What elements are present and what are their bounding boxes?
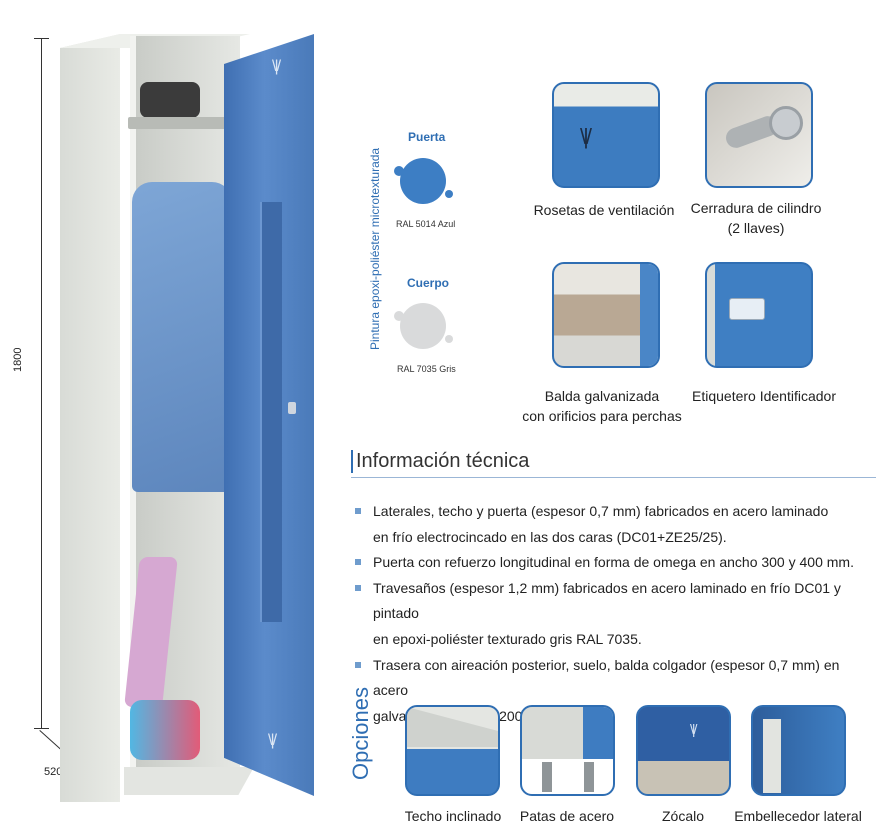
side-trim-panel <box>763 719 781 793</box>
dumbbells-item <box>140 82 200 118</box>
sneakers-item <box>130 700 200 760</box>
heading-divider <box>351 477 876 478</box>
feature-caption-line: Etiquetero Identificador <box>692 388 836 404</box>
feature-caption-line: con orificios para perchas <box>522 408 682 424</box>
options-title: Opciones <box>348 687 373 780</box>
door-vent-bottom-icon: \|/ <box>268 732 277 749</box>
cylinder-lock-icon <box>705 82 813 188</box>
sloped-roof-panel <box>407 707 498 748</box>
list-item-line: Travesaños (espesor 1,2 mm) fabricados e… <box>373 579 841 622</box>
height-dimension-label: 1800 <box>12 347 24 372</box>
locker-illustration: \|/ \|/ <box>60 12 320 802</box>
locker-shelf <box>128 117 248 129</box>
body-paint-label: Cuerpo <box>407 276 449 290</box>
leg-icon <box>542 762 552 792</box>
feature-caption-line: (2 llaves) <box>727 220 785 236</box>
door-edge <box>640 264 658 366</box>
paint-type-label: Pintura epoxi-poliéster microtexturada <box>368 147 382 350</box>
locker-side-panel <box>60 34 120 802</box>
feature-caption-vent: Rosetas de ventilación <box>514 200 694 220</box>
door-vent-top-icon: \|/ <box>272 58 281 75</box>
sloped-roof-option-image <box>405 705 500 796</box>
body-paint-code: RAL 7035 Gris <box>397 364 456 374</box>
door-paint-splat-icon <box>394 158 453 204</box>
door-paint-code: RAL 5014 Azul <box>396 219 456 229</box>
door-omega-reinforcement <box>260 202 282 622</box>
leg-icon <box>584 762 594 792</box>
depth-dimension-label: 520 <box>44 766 63 778</box>
feature-caption-line: Rosetas de ventilación <box>533 202 675 218</box>
list-item: Puerta con refuerzo longitudinal en form… <box>353 550 873 576</box>
list-item: Laterales, techo y puerta (espesor 0,7 m… <box>353 499 873 550</box>
plinth-option-image: \|/ <box>636 705 731 796</box>
door-lock-icon <box>288 402 296 414</box>
section-heading: Información técnica <box>351 450 529 473</box>
side-trim-option-image <box>751 705 846 796</box>
option-caption: Embellecedor lateral <box>734 808 862 824</box>
label-plate-icon <box>729 298 765 320</box>
feature-caption-lock: Cerradura de cilindro (2 llaves) <box>666 198 846 238</box>
option-caption: Zócalo <box>661 808 705 824</box>
height-dimension-line <box>34 38 49 729</box>
feature-caption-tag: Etiquetero Identificador <box>674 386 854 406</box>
door-edge <box>583 707 613 760</box>
shelf-icon <box>552 262 660 368</box>
list-item-line: Laterales, techo y puerta (espesor 0,7 m… <box>373 503 829 519</box>
steel-legs-option-image <box>520 705 615 796</box>
vent-icon: \|/ <box>552 82 660 188</box>
list-item-line: en frío electrocincado en las dos caras … <box>373 528 727 545</box>
vent-icon: \|/ <box>690 721 698 737</box>
locker-floor <box>124 767 254 795</box>
feature-caption-shelf: Balda galvanizada con orificios para per… <box>512 386 692 426</box>
body-paint-splat-icon <box>394 303 453 349</box>
list-item: Travesaños (espesor 1,2 mm) fabricados e… <box>353 576 873 653</box>
cylinder-icon <box>769 106 803 140</box>
door-paint-label: Puerta <box>408 130 446 144</box>
list-item-line: Trasera con aireación posterior, suelo, … <box>373 656 840 699</box>
option-caption: Techo inclinado <box>404 808 502 824</box>
feature-caption-line: Cerradura de cilindro <box>690 200 822 216</box>
body-edge <box>707 264 715 366</box>
technical-list: Laterales, techo y puerta (espesor 0,7 m… <box>353 499 873 729</box>
vent-rosette-icon: \|/ <box>580 124 592 149</box>
label-holder-icon <box>705 262 813 368</box>
option-caption: Patas de acero <box>519 808 615 824</box>
feature-caption-line: Balda galvanizada <box>544 388 660 404</box>
list-item-line: en epoxi-poliéster texturado gris RAL 70… <box>373 630 642 647</box>
list-item-line: Puerta con refuerzo longitudinal en form… <box>373 554 854 571</box>
hanging-jacket <box>132 182 232 492</box>
